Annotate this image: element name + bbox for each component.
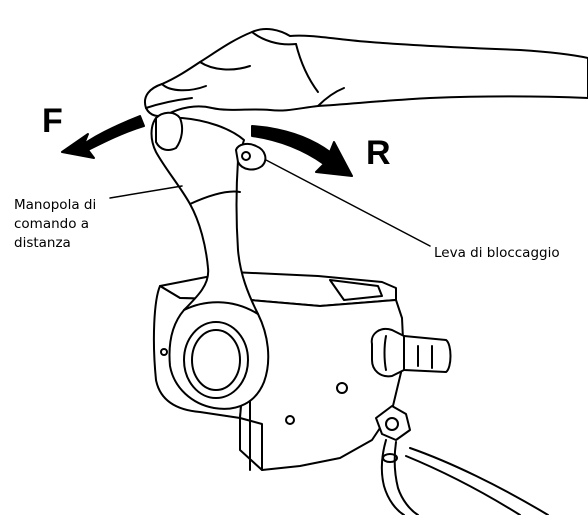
forward-arrow-icon xyxy=(62,116,144,158)
reverse-direction-label: R xyxy=(366,136,391,170)
key-switch xyxy=(372,329,451,376)
control-handle xyxy=(152,113,269,409)
lock-lever-callout: Leva di bloccaggio xyxy=(434,244,560,263)
reverse-arrow-icon xyxy=(252,126,352,176)
handle-leader-line xyxy=(110,186,182,198)
hand-drawing xyxy=(145,29,588,116)
forward-direction-label: F xyxy=(42,104,63,138)
callout-line: Manopola di xyxy=(14,196,96,215)
remote-handle-callout: Manopola di comando a distanza xyxy=(14,196,96,253)
callout-line: distanza xyxy=(14,234,96,253)
cable-connector xyxy=(376,406,548,515)
callout-line: comando a xyxy=(14,215,96,234)
